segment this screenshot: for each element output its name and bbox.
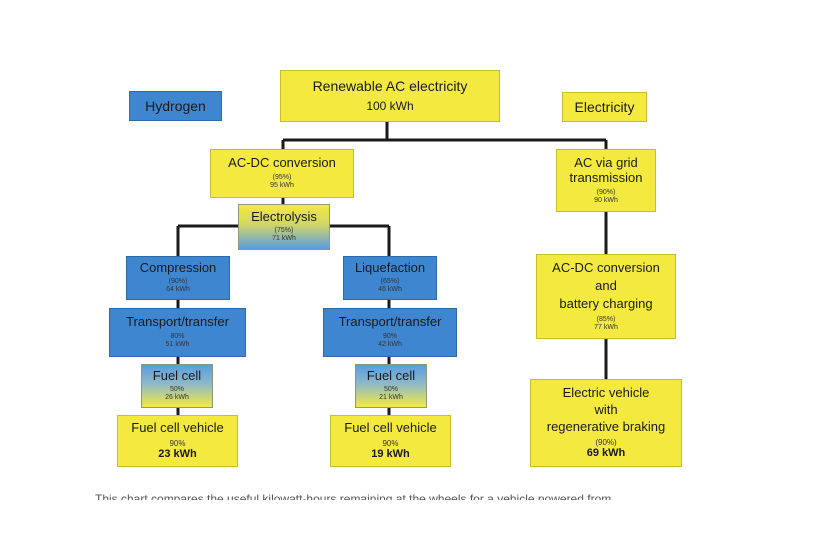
node-fcv-right-title: Fuel cell vehicle — [344, 420, 437, 436]
node-transport-right: Transport/transfer 90% 42 kWh — [323, 308, 457, 357]
node-grid-title-line2: transmission — [569, 169, 643, 185]
node-fuelcell-left-efficiency: 50% — [169, 386, 184, 394]
node-compression-title: Compression — [139, 260, 217, 276]
node-electric-vehicle: Electric vehicle with regenerative braki… — [530, 379, 682, 467]
node-liquefaction-title: Liquefaction — [354, 260, 426, 276]
node-compression-efficiency: (90%) — [168, 278, 188, 286]
node-renewable-ac-title: Renewable AC electricity — [312, 78, 468, 95]
node-transport-left-title: Transport/transfer — [126, 314, 229, 330]
node-renewable-ac: Renewable AC electricity 100 kWh — [280, 70, 500, 122]
node-battery-charging: AC-DC conversion and battery charging (8… — [536, 254, 676, 339]
node-fuelcell-right: Fuel cell 50% 21 kWh — [355, 364, 427, 408]
node-fuelcell-left: Fuel cell 50% 26 kWh — [141, 364, 213, 408]
electricity-legend: Electricity — [562, 92, 647, 122]
node-acdc-hydrogen-efficiency: (95%) — [272, 174, 292, 182]
node-fuelcell-right-title: Fuel cell — [366, 368, 416, 384]
node-electrolysis-title: Electrolysis — [251, 209, 317, 225]
node-transport-left-energy: 51 kWh — [165, 341, 190, 349]
node-renewable-ac-energy: 100 kWh — [366, 99, 414, 114]
node-liquefaction-energy: 46 kWh — [378, 286, 402, 294]
node-transport-right-energy: 42 kWh — [378, 341, 402, 349]
node-compression-energy: 64 kWh — [166, 286, 190, 294]
node-electrolysis-energy: 71 kWh — [272, 235, 296, 243]
node-transport-right-title: Transport/transfer — [338, 314, 442, 330]
node-ev-line2: with — [594, 402, 618, 418]
node-electrolysis-efficiency: (75%) — [274, 227, 294, 235]
node-battery-efficiency: (85%) — [596, 315, 616, 323]
node-liquefaction-efficiency: (65%) — [380, 278, 400, 286]
node-battery-line1: AC-DC conversion — [552, 260, 660, 276]
node-ev-energy: 69 kWh — [586, 447, 626, 460]
node-acdc-hydrogen-title: AC-DC conversion — [228, 155, 336, 171]
node-grid-transmission: AC via grid transmission (90%) 90 kWh — [556, 149, 656, 212]
node-grid-energy: 90 kWh — [594, 196, 618, 204]
node-fcv-right: Fuel cell vehicle 90% 19 kWh — [330, 415, 451, 467]
node-ev-line1: Electric vehicle — [562, 385, 650, 401]
node-fcv-left-energy: 23 kWh — [158, 448, 197, 461]
node-grid-efficiency: (90%) — [596, 188, 616, 196]
node-fuelcell-left-title: Fuel cell — [152, 368, 202, 384]
node-fcv-left: Fuel cell vehicle 90% 23 kWh — [117, 415, 238, 467]
diagram-caption: This chart compares the useful kilowatt-… — [95, 492, 612, 500]
node-electrolysis: Electrolysis (75%) 71 kWh — [238, 204, 330, 250]
node-grid-title-line1: AC via grid — [574, 155, 638, 171]
electricity-legend-label: Electricity — [574, 99, 635, 115]
node-ev-line3: regenerative braking — [546, 419, 666, 435]
node-fcv-left-efficiency: 90% — [169, 439, 186, 449]
node-battery-energy: 77 kWh — [594, 323, 618, 331]
node-fuelcell-right-energy: 21 kWh — [379, 394, 403, 402]
node-ev-efficiency: (90%) — [595, 437, 617, 447]
node-fuelcell-right-efficiency: 50% — [383, 386, 398, 394]
node-fcv-left-title: Fuel cell vehicle — [131, 420, 224, 436]
node-battery-line2: and — [595, 277, 617, 293]
node-fcv-right-energy: 19 kWh — [371, 448, 410, 461]
node-transport-right-efficiency: 90% — [382, 333, 397, 341]
node-liquefaction: Liquefaction (65%) 46 kWh — [343, 256, 437, 300]
node-compression: Compression (90%) 64 kWh — [126, 256, 230, 300]
node-acdc-hydrogen: AC-DC conversion (95%) 95 kWh — [210, 149, 354, 198]
node-battery-line3: battery charging — [559, 295, 653, 311]
node-transport-left-efficiency: 80% — [170, 333, 185, 341]
node-fcv-right-efficiency: 90% — [382, 439, 399, 449]
node-acdc-hydrogen-energy: 95 kWh — [270, 182, 294, 190]
hydrogen-legend: Hydrogen — [129, 91, 222, 121]
hydrogen-legend-label: Hydrogen — [145, 98, 206, 114]
node-fuelcell-left-energy: 26 kWh — [165, 394, 189, 402]
node-transport-left: Transport/transfer 80% 51 kWh — [109, 308, 246, 357]
